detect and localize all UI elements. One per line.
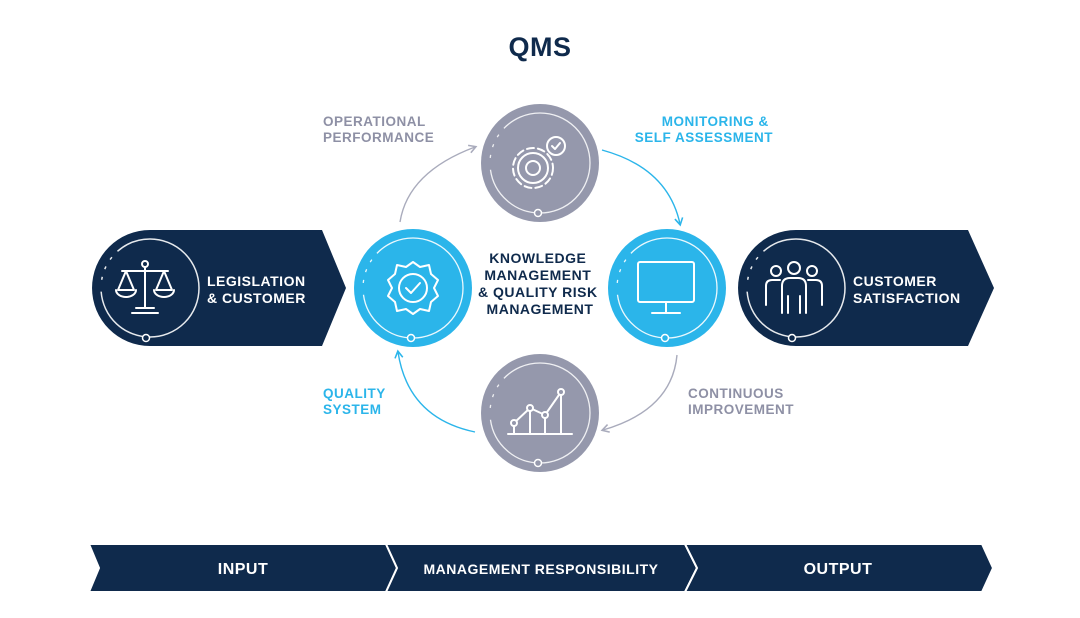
output-block-line-2: SATISFACTION xyxy=(853,290,961,306)
label-monitoring-self-assessment: MONITORING & SELF ASSESSMENT xyxy=(635,114,774,145)
label-operational-performance: OPERATIONAL PERFORMANCE xyxy=(323,114,434,145)
node-top xyxy=(481,104,599,222)
bottom-bar-management-label: MANAGEMENT RESPONSIBILITY xyxy=(424,561,659,577)
center-line-1: KNOWLEDGE xyxy=(489,250,586,266)
input-block-line-1: LEGISLATION xyxy=(207,273,306,289)
center-line-3: & QUALITY RISK xyxy=(478,284,598,300)
cycle-arrows xyxy=(394,144,684,433)
people-icon xyxy=(765,261,823,314)
label-continuous-improvement: CONTINUOUS IMPROVEMENT xyxy=(688,386,794,417)
input-block: LEGISLATION & CUSTOMER xyxy=(92,230,346,346)
center-label: KNOWLEDGE MANAGEMENT & QUALITY RISK MANA… xyxy=(478,250,602,317)
badge-check-icon xyxy=(387,261,439,315)
scales-icon xyxy=(115,260,175,314)
bottom-bar-input-label: INPUT xyxy=(218,561,269,578)
bottom-bar-segment-output xyxy=(683,543,995,593)
node-right xyxy=(608,229,726,347)
node-left xyxy=(354,229,472,347)
output-block: CUSTOMER SATISFACTION xyxy=(738,230,994,346)
input-block-line-2: & CUSTOMER xyxy=(207,290,306,306)
page-title: QMS xyxy=(508,32,571,62)
monitor-icon xyxy=(637,261,695,314)
output-block-line-1: CUSTOMER xyxy=(853,273,937,289)
chart-icon xyxy=(507,388,573,435)
input-block-label: LEGISLATION & CUSTOMER xyxy=(207,273,310,306)
gear-check-icon xyxy=(512,136,566,189)
node-bottom xyxy=(481,354,599,472)
label-quality-system: QUALITY SYSTEM xyxy=(323,386,390,417)
center-line-4: MANAGEMENT xyxy=(487,301,594,317)
output-block-label: CUSTOMER SATISFACTION xyxy=(853,273,961,306)
bottom-bar: INPUT MANAGEMENT RESPONSIBILITY OUTPUT xyxy=(87,543,995,593)
bottom-bar-output-label: OUTPUT xyxy=(804,561,873,578)
center-line-2: MANAGEMENT xyxy=(484,267,591,283)
